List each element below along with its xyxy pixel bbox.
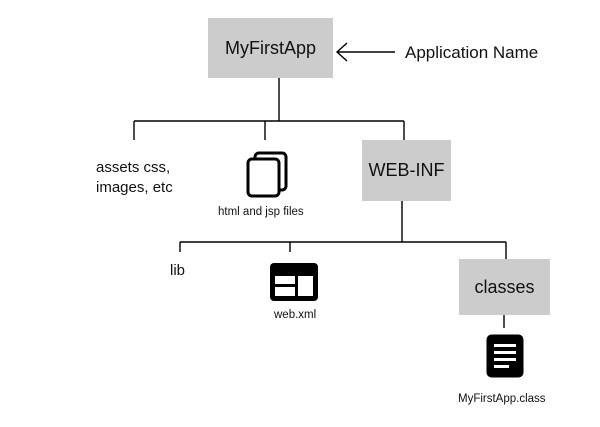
root-app-label: MyFirstApp xyxy=(224,37,316,58)
web-xml-label: web.xml xyxy=(274,309,317,321)
assets-label-line1: assets css, xyxy=(96,159,171,176)
web-inf-box: WEB-INF xyxy=(362,140,451,201)
annotation-arrow xyxy=(335,42,395,62)
classes-box: classes xyxy=(459,259,550,315)
html-jsp-label: html and jsp files xyxy=(218,206,304,218)
web-inf-label: WEB-INF xyxy=(368,160,445,180)
lib-label: lib xyxy=(170,262,186,279)
application-name-annotation: Application Name xyxy=(405,43,539,62)
xml-layout-icon xyxy=(270,263,318,301)
document-icon xyxy=(486,334,524,378)
pages-stack-icon xyxy=(246,151,288,198)
assets-label: assets css, images, etc xyxy=(96,158,173,198)
classes-label: classes xyxy=(474,276,535,297)
class-file-label: MyFirstApp.class xyxy=(458,393,546,405)
assets-label-line2: images, etc xyxy=(96,179,173,196)
root-app-box: MyFirstApp xyxy=(208,18,333,78)
